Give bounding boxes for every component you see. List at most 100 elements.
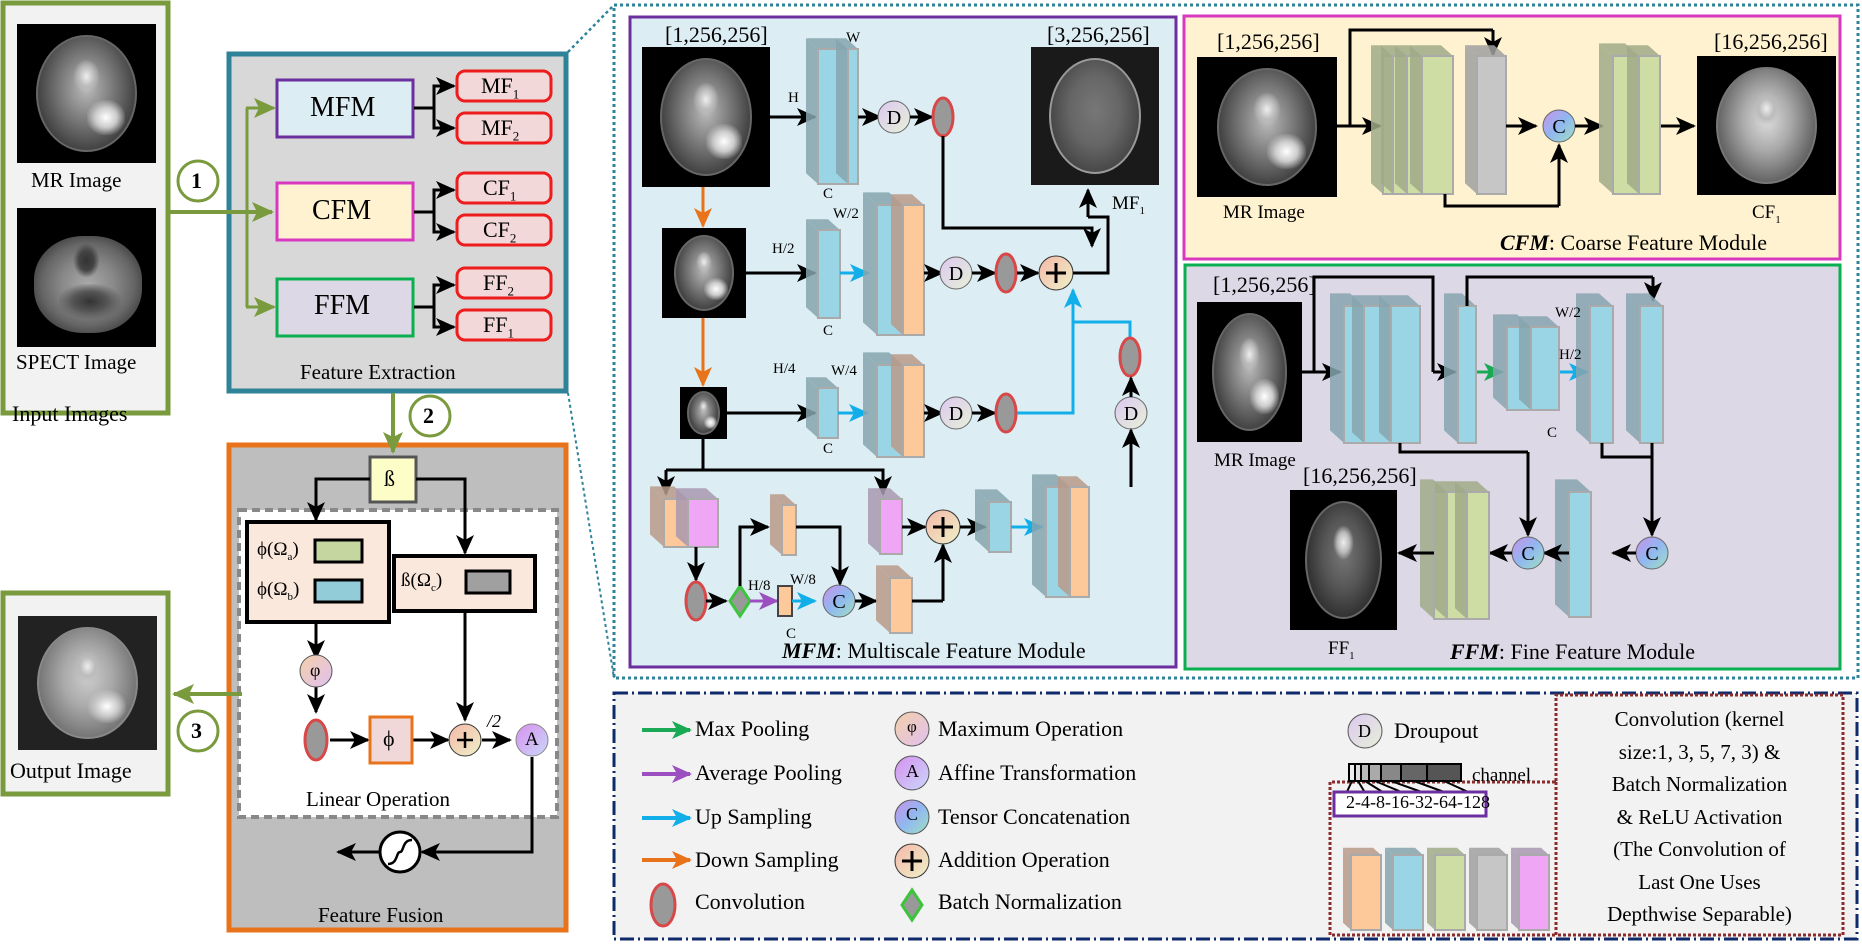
legend-conv-note: Convolution (kernel size:1, 3, 5, 7, 3) … <box>1607 707 1792 926</box>
legend-average-pooling: Average Pooling <box>695 760 842 785</box>
beta-c-swatch <box>464 569 512 595</box>
cfm-title: CFM: Coarse Feature Module <box>1500 230 1768 255</box>
mfm-block-r4c <box>777 585 793 617</box>
channel-bar-seg-2 <box>1360 763 1370 782</box>
channel-bar-seg-4 <box>1380 763 1402 782</box>
cfm-output-label: CF1 <box>1752 202 1781 226</box>
output-image-label: Output Image <box>10 758 132 783</box>
cfm-block-b-side <box>1381 45 1393 195</box>
ffm-block-c-top <box>1379 295 1420 306</box>
ffm-input-dim: [1,256,256] <box>1213 272 1316 297</box>
ffm-output-label: FF1 <box>1328 638 1355 662</box>
ffm-block-f <box>1530 326 1560 411</box>
cfm-block-f-top <box>1627 45 1660 56</box>
legend-addition-operation: Addition Operation <box>938 847 1110 872</box>
mfm-conv-r2 <box>994 252 1018 294</box>
mfm-block-r4b-top <box>676 488 718 499</box>
fe-cfm-box <box>275 181 415 242</box>
ffm-skip-2 <box>1465 275 1653 306</box>
cf1-text: CF1 <box>483 175 517 204</box>
mfm-batchnorm <box>728 583 752 619</box>
output-fused-image <box>18 616 157 750</box>
mfm-block-r4f <box>879 498 903 555</box>
step-1-circle <box>176 159 220 203</box>
mfm-output-image <box>1031 47 1159 185</box>
mfm-block-r4d-top <box>770 494 796 505</box>
legend-affine-transformation: Affine Transformation <box>938 760 1137 785</box>
mfm-block-r1b-side <box>836 38 848 185</box>
mfm-dropout-r2-symbol: D <box>949 263 963 285</box>
ffm-skip-3 <box>1398 443 1528 454</box>
mfm-block-r4a-side <box>650 486 664 547</box>
legend-affine-icon <box>894 755 930 791</box>
mfm-block-r4d <box>781 504 797 556</box>
feature-fusion-title: Feature Fusion <box>318 903 444 927</box>
cfm-block-e-side <box>1599 43 1613 195</box>
fe-mfm-box <box>275 78 415 139</box>
cfm-block-gray-side <box>1465 45 1477 195</box>
detail-region <box>612 3 1860 680</box>
phi-box <box>368 715 414 765</box>
legend-block-0 <box>1350 854 1382 931</box>
mfm-conv-r4 <box>684 580 708 622</box>
ffm-output-dim: [16,256,256] <box>1303 463 1417 488</box>
legend-down-sampling: Down Sampling <box>695 847 839 872</box>
ffm-block-h-top <box>1626 293 1663 306</box>
mfm-dropout-r3b-symbol: D <box>1124 403 1138 425</box>
ffm-merge-line <box>1600 443 1652 459</box>
mfm-block-r1b-top <box>836 38 858 49</box>
mfm-dim-h4: H/4 <box>773 361 796 377</box>
conv-block-legend-frame <box>1328 693 1845 937</box>
ffm-input-image <box>1197 302 1302 442</box>
ffm-block-h <box>1639 305 1664 444</box>
mfm-quarter-image <box>680 387 727 439</box>
ffm-block-l-side <box>1455 481 1467 619</box>
mf1-text: MF1 <box>481 73 520 102</box>
mfm-block-r4f-top <box>868 488 902 499</box>
ffm-dim-w2: W/2 <box>1555 305 1581 321</box>
max-operation-symbol: φ <box>310 660 321 680</box>
ffm-block-f-side <box>1519 316 1531 410</box>
legend-convolution: Convolution <box>695 889 806 914</box>
step-2-circle <box>408 394 452 438</box>
legend-block-4-top <box>1511 847 1549 855</box>
legend-block-2-side <box>1427 847 1435 930</box>
cf1-output <box>455 171 553 205</box>
mfm-block-r2 <box>817 229 841 319</box>
legend-concat-symbol: C <box>906 804 919 824</box>
affine-symbol: A <box>525 729 539 750</box>
input-spect-image <box>17 208 156 347</box>
ffm-dim-c: C <box>1547 425 1558 441</box>
mfm-dim-w2: W/2 <box>833 206 859 222</box>
ffm-block-i-side <box>1555 479 1569 617</box>
legend-block-3-side <box>1469 847 1477 930</box>
ffm-output-image <box>1290 490 1397 630</box>
cfm-block-gray <box>1476 55 1507 195</box>
mfm-block-r3b-side <box>863 352 877 457</box>
cfm-block-d-side <box>1410 45 1422 195</box>
cfm-block-f <box>1638 55 1661 195</box>
ffm-block-g-top <box>1576 293 1613 306</box>
mfm-block-r4i <box>1069 486 1090 598</box>
sigmoid-icon <box>387 838 413 866</box>
mfm-dim-h8: H/8 <box>748 578 771 594</box>
mfm-conv-r3b <box>1118 336 1142 378</box>
half-label: /2 <box>487 711 502 731</box>
spect-image-label: SPECT Image <box>16 350 137 374</box>
legend-dropout-symbol: D <box>1358 721 1371 741</box>
legend-tensor-concatenation: Tensor Concatenation <box>938 804 1131 829</box>
legend-affine-symbol: A <box>906 761 919 781</box>
mfm-dim-w4: W/4 <box>831 363 857 379</box>
legend-block-2 <box>1434 854 1466 931</box>
cfm-skip-top <box>1348 28 1493 126</box>
legend-max-pooling: Max Pooling <box>695 716 810 741</box>
phi-box-symbol: ϕ <box>383 726 395 751</box>
phi-b-swatch <box>313 578 364 604</box>
linear-operation-title: Linear Operation <box>306 787 451 811</box>
cfm-skip-bottom <box>1443 194 1559 208</box>
affine-node <box>515 723 549 757</box>
fe-ffm-label: FFM <box>314 290 371 321</box>
mfm-block-r4e-top <box>876 565 912 578</box>
feature-extraction-title: Feature Extraction <box>300 360 456 384</box>
channel-bar-seg-3 <box>1368 763 1382 782</box>
